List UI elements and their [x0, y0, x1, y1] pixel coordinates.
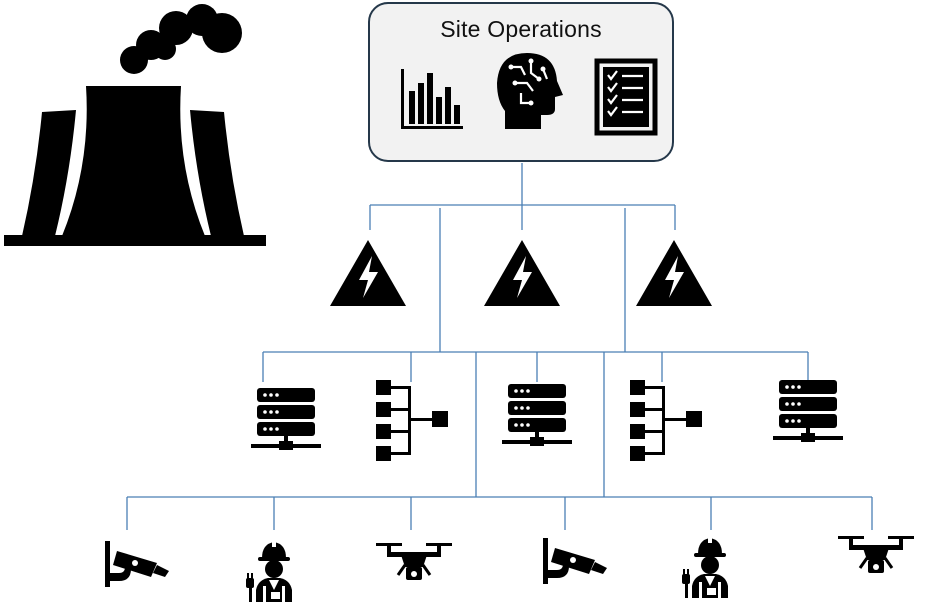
server-icon — [773, 380, 843, 442]
security-camera-icon — [105, 541, 169, 587]
server-icon — [502, 384, 572, 446]
ai-brain-icon — [497, 53, 563, 129]
drone-icon — [374, 541, 454, 582]
security-camera-icon — [543, 538, 607, 584]
field-technician-icon — [682, 535, 728, 598]
field-technician-icon — [246, 539, 292, 602]
substation-icon — [484, 240, 560, 306]
connector-lines — [126, 163, 873, 530]
substation-icon — [636, 240, 712, 306]
site-operations-title: Site Operations — [440, 16, 602, 42]
drone-icon — [836, 534, 916, 575]
bar-chart-icon — [401, 69, 463, 129]
server-icon — [251, 388, 321, 450]
network-switch-icon — [630, 380, 702, 461]
checklist-icon — [594, 58, 658, 136]
network-switch-icon — [376, 380, 448, 461]
substation-icon — [330, 240, 406, 306]
power-plant-icon — [4, 4, 266, 246]
